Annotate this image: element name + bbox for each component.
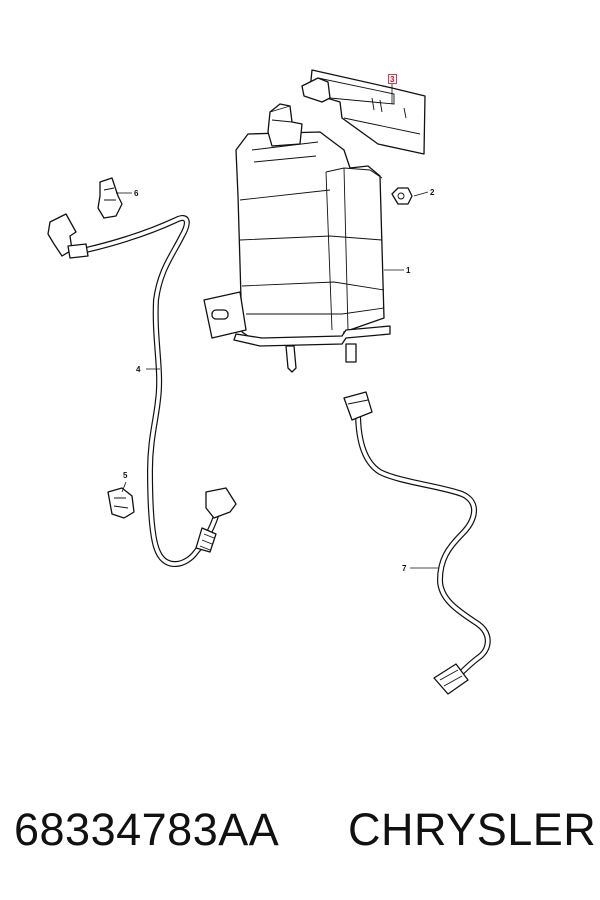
part-2-nut	[391, 187, 413, 205]
part-1-canister	[203, 103, 391, 373]
callout-3: 3	[390, 75, 395, 84]
callout-2: 2	[430, 188, 435, 197]
callout-3-highlight-box	[388, 74, 397, 84]
part-6-clip	[97, 177, 123, 219]
part-5-clip	[107, 487, 135, 519]
part-7-hose	[343, 391, 491, 695]
part-3-bracket	[301, 69, 426, 155]
callout-6: 6	[134, 189, 139, 198]
leader-lines	[116, 84, 438, 569]
brand-name: CHRYSLER	[348, 804, 597, 855]
parts-diagram: 1 2 3 4 5 6 7	[47, 69, 491, 695]
callout-1: 1	[406, 266, 411, 275]
callout-5: 5	[123, 471, 128, 480]
callout-7: 7	[402, 564, 407, 573]
part-4-hose	[47, 213, 237, 567]
callout-4: 4	[136, 365, 141, 374]
part-number: 68334783AA	[14, 804, 280, 855]
